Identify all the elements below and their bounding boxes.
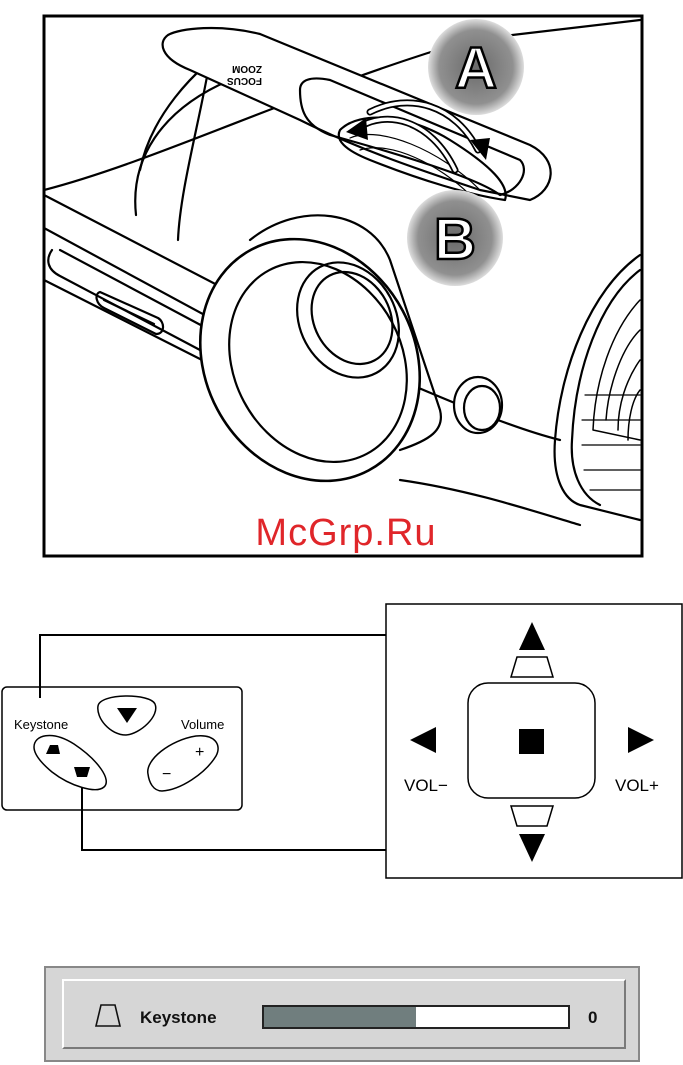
minus-sign: −	[162, 766, 171, 783]
callout-b: B	[407, 190, 503, 286]
controls-diagram: Keystone Volume + − VOL− VOL+	[0, 580, 683, 890]
keystone-down-trapezoid-icon	[511, 806, 553, 826]
keystone-slider[interactable]	[262, 1005, 570, 1029]
callout-a-text: A	[455, 36, 497, 101]
callout-b-text: B	[434, 207, 476, 272]
keystone-trapezoid-icon	[94, 1003, 122, 1029]
osd-keystone-panel: Keystone 0	[44, 966, 640, 1062]
stop-square-icon	[519, 729, 544, 754]
zoom-label: ZOOM	[232, 63, 262, 74]
keystone-slider-fill	[264, 1007, 416, 1027]
osd-keystone-row: Keystone 0	[62, 979, 626, 1049]
plus-sign: +	[195, 744, 204, 761]
volume-label: Volume	[181, 717, 224, 732]
vol-minus-label: VOL−	[404, 776, 448, 795]
watermark: McGrp.Ru	[255, 512, 436, 554]
osd-keystone-value: 0	[588, 1008, 597, 1028]
projector-illustration: FOCUS ZOOM A B McGrp.Ru	[0, 0, 683, 565]
callout-a: A	[428, 19, 524, 115]
keystone-label: Keystone	[14, 717, 68, 732]
keystone-up-trapezoid-icon	[511, 657, 553, 677]
osd-keystone-label: Keystone	[140, 1008, 217, 1028]
vol-plus-label: VOL+	[615, 776, 659, 795]
focus-label: FOCUS	[227, 75, 262, 86]
